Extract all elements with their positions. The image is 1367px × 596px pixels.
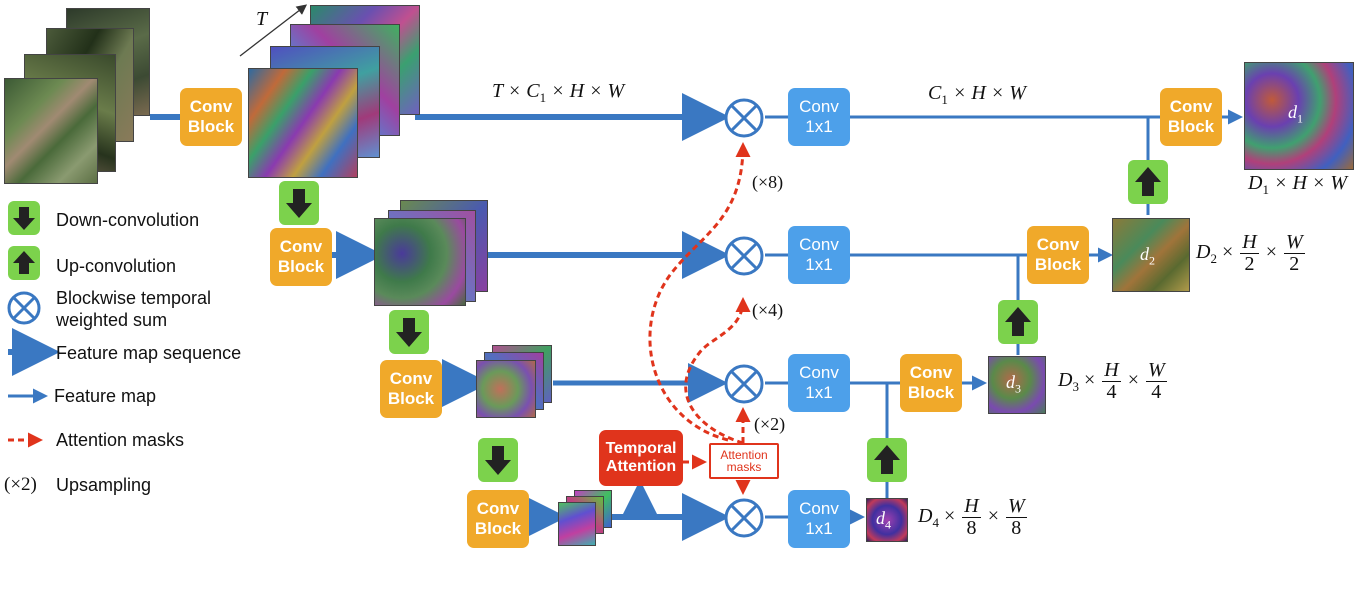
down-conv-icon [279, 181, 319, 225]
conv-block-3: Conv Block [380, 360, 442, 418]
conv-block-dec-1: Conv Block [1160, 88, 1222, 146]
d3-label: d3 [1006, 372, 1021, 396]
up-conv-icon [1128, 160, 1168, 204]
legend-upsampling-symbol: (×2) [4, 474, 37, 495]
input-image-frame [4, 78, 98, 184]
weighted-sum-icon [724, 364, 764, 404]
temporal-attention-block: Temporal Attention [599, 430, 683, 486]
output-map-d1 [1244, 62, 1354, 170]
down-conv-icon [478, 438, 518, 482]
conv1x1-1: Conv 1x1 [788, 88, 850, 146]
feature-map-frame [374, 218, 466, 306]
legend-weighted-sum-label: Blockwise temporal weighted sum [56, 288, 212, 330]
feature-map-frame [248, 68, 358, 178]
map-dims-label: C1 × H × W [928, 82, 1026, 107]
up-conv-icon [867, 438, 907, 482]
legend-up-conv-label: Up-convolution [56, 256, 177, 276]
legend-down-conv-icon [8, 201, 40, 235]
upsample-x8-label: (×8) [752, 172, 784, 192]
conv-block-dec-3: Conv Block [900, 354, 962, 412]
attention-masks-box: Attention masks [709, 443, 779, 479]
conv-block-2: Conv Block [270, 228, 332, 286]
output-map-d3 [988, 356, 1046, 414]
up-conv-icon [998, 300, 1038, 344]
conv1x1-3: Conv 1x1 [788, 354, 850, 412]
output-map-d2 [1112, 218, 1190, 292]
legend-attention-masks-label: Attention masks [56, 430, 185, 450]
conv1x1-4: Conv 1x1 [788, 490, 850, 548]
weighted-sum-icon [724, 98, 764, 138]
legend-weighted-sum-icon [7, 291, 41, 325]
legend-down-conv-label: Down-convolution [56, 210, 200, 230]
d1-label: d1 [1288, 102, 1303, 126]
d1-dims-label: D1 × H × W [1248, 172, 1348, 197]
legend-feature-map-label: Feature map [54, 386, 157, 406]
conv1x1-2: Conv 1x1 [788, 226, 850, 284]
upsample-x2-label: (×2) [754, 414, 786, 434]
conv-block-dec-2: Conv Block [1027, 226, 1089, 284]
weighted-sum-icon [724, 498, 764, 538]
legend-feature-seq-label: Feature map sequence [56, 343, 242, 363]
sequence-dims-label: T × C1 × H × W [492, 80, 625, 105]
upsample-x4-label: (×4) [752, 300, 784, 320]
legend-upsampling-label: Upsampling [56, 475, 152, 495]
time-axis-label: T [256, 8, 268, 30]
feature-map-frame [476, 360, 536, 418]
conv-block-4: Conv Block [467, 490, 529, 548]
conv-block-1: Conv Block [180, 88, 242, 146]
weighted-sum-icon [724, 236, 764, 276]
legend-up-conv-icon [8, 246, 40, 280]
down-conv-icon [389, 310, 429, 354]
d2-label: d2 [1140, 244, 1155, 268]
feature-map-frame [558, 502, 596, 546]
output-map-d4 [866, 498, 908, 542]
d4-label: d4 [876, 508, 891, 532]
